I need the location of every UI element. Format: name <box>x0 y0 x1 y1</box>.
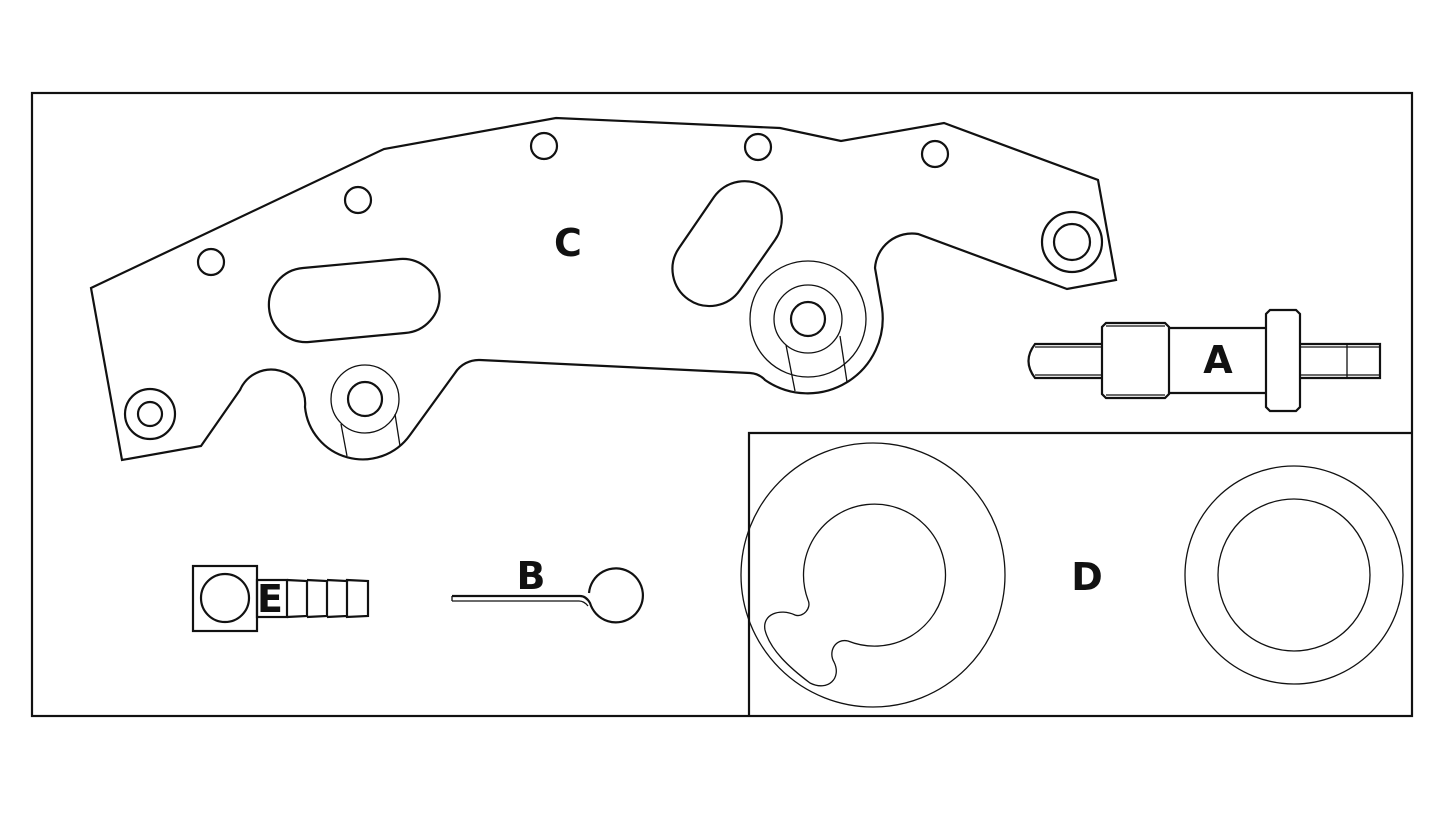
outer-frame <box>30 91 1414 718</box>
part-b-clip <box>451 567 644 624</box>
label-d: D <box>1071 555 1103 599</box>
part-c-bracket <box>89 116 1118 462</box>
slot-left <box>267 257 441 344</box>
label-c: C <box>554 221 582 265</box>
label-e: E <box>257 577 283 621</box>
part-d-washers <box>740 442 1404 708</box>
part-a-pin <box>1027 308 1382 413</box>
label-b: B <box>517 554 546 598</box>
slot-right <box>671 180 783 308</box>
part-e-fitting <box>191 564 370 633</box>
label-a: A <box>1203 338 1233 382</box>
